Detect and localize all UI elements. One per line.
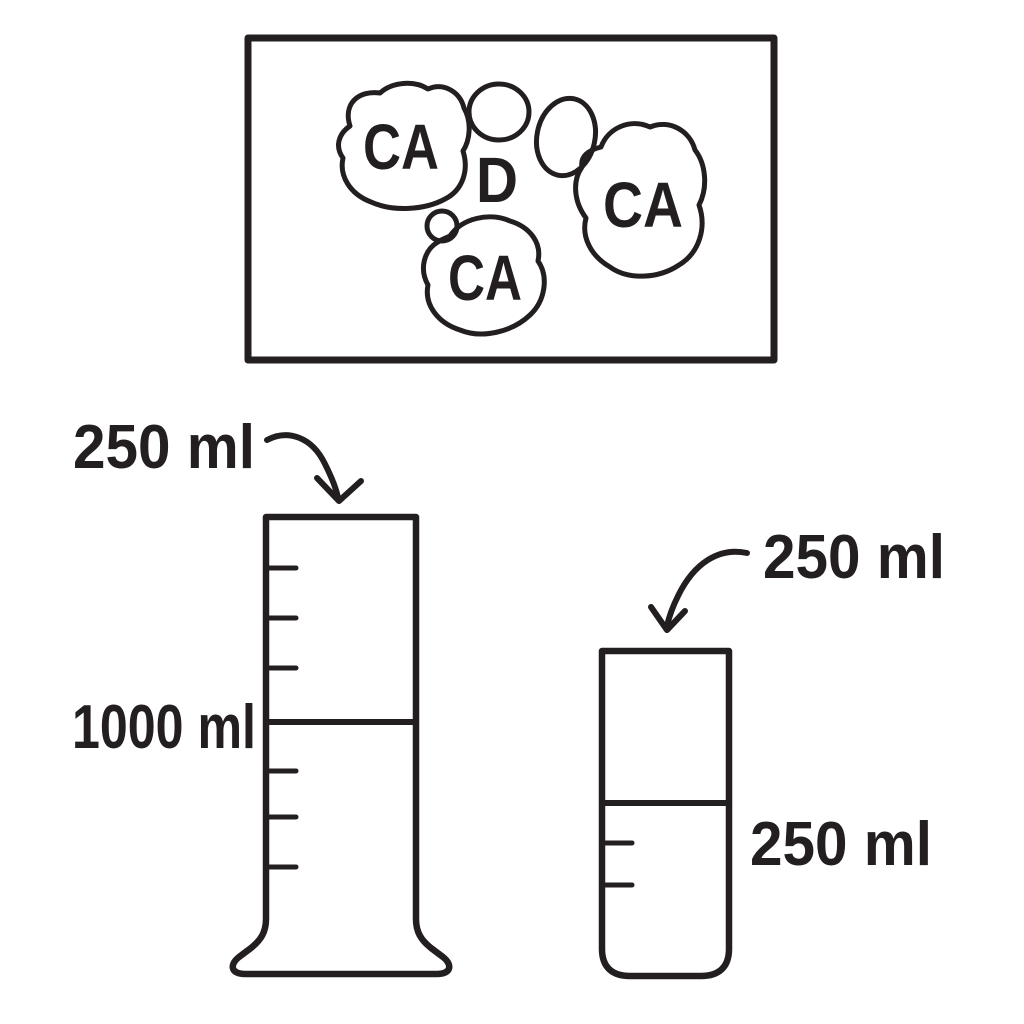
large-capacity-arrow — [264, 432, 364, 504]
arrow-head — [648, 604, 688, 633]
specimen-blob-left — [336, 80, 472, 211]
large-cylinder-contents-label: 1000 ml — [72, 693, 256, 762]
large-cylinder-capacity-label: 250 ml — [73, 413, 255, 482]
arrow-head — [314, 475, 364, 504]
small-capacity-arrow — [648, 548, 750, 633]
small-cylinder-body — [598, 647, 733, 980]
specimen-blob-right-label: CA — [603, 169, 683, 241]
specimen-blob-right — [573, 121, 708, 279]
large-cylinder-ticks — [265, 565, 299, 870]
specimen-blob-bottom — [421, 214, 547, 337]
specimen-circle-top — [466, 81, 532, 143]
large-cylinder-body — [229, 513, 453, 978]
arrow-shaft — [664, 548, 750, 629]
specimen-center-letter: D — [476, 144, 518, 216]
small-cylinder-capacity-label: 250 ml — [763, 523, 945, 592]
specimen-blob-bottom-label: CA — [448, 242, 522, 314]
specimen-oval — [533, 95, 599, 179]
small-cylinder-ticks — [601, 840, 635, 888]
arrow-shaft — [264, 432, 341, 501]
specimen-box — [244, 34, 778, 364]
small-cylinder-contents-label: 250 ml — [750, 810, 932, 879]
specimen-blob-left-label: CA — [363, 111, 439, 183]
